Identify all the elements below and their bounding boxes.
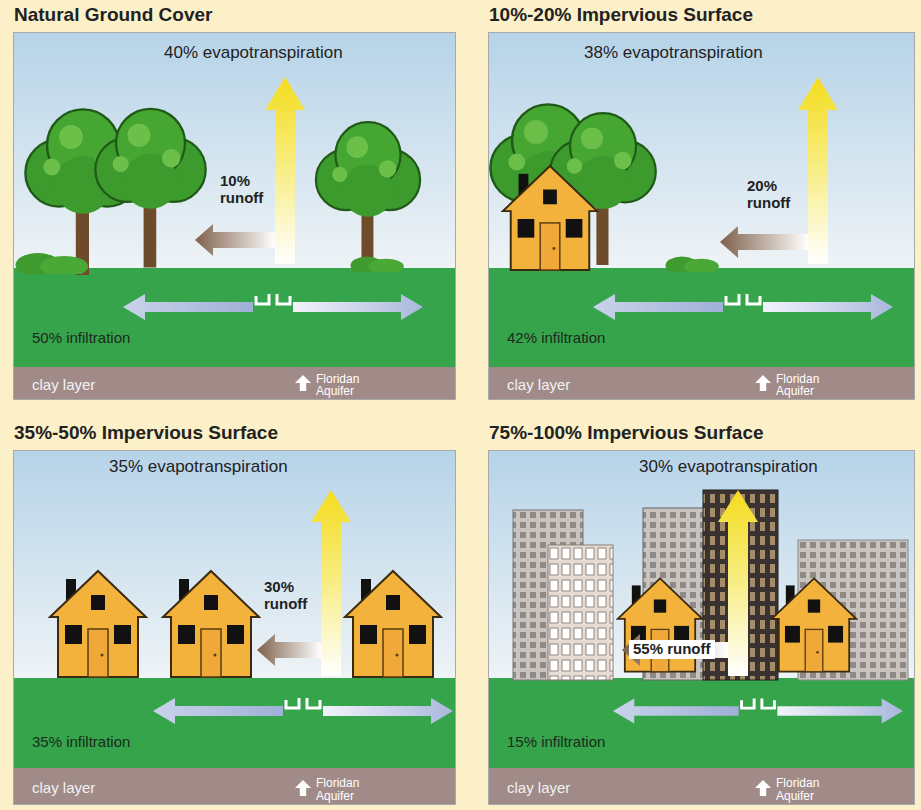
evapotranspiration-label: 35% evapotranspiration <box>109 457 288 477</box>
evapotranspiration-label: 30% evapotranspiration <box>639 457 818 477</box>
aquifer-label: Floridan Aquifer <box>776 777 819 802</box>
aquifer-label: Floridan Aquifer <box>776 373 819 398</box>
panel-heading: 10%-20% Impervious Surface <box>489 4 753 26</box>
aquifer-label: Floridan Aquifer <box>316 777 359 802</box>
clay-layer-label: clay layer <box>32 779 95 796</box>
scenario-panel: 75%-100% Impervious Surface30% evapotran… <box>488 450 915 805</box>
panel-heading: 75%-100% Impervious Surface <box>489 422 764 444</box>
clay-layer-label: clay layer <box>507 376 570 393</box>
scenario-panel: Natural Ground Cover40% evapotranspirati… <box>13 32 456 400</box>
scenario-panel: 10%-20% Impervious Surface38% evapotrans… <box>488 32 915 400</box>
aquifer-label: Floridan Aquifer <box>316 373 359 398</box>
clay-layer-label: clay layer <box>32 376 95 393</box>
runoff-label: 10% runoff <box>220 173 263 206</box>
runoff-label: 30% runoff <box>264 579 307 612</box>
evapotranspiration-label: 40% evapotranspiration <box>164 43 343 63</box>
infiltration-label: 35% infiltration <box>32 733 130 750</box>
runoff-label: 55% runoff <box>629 640 715 659</box>
panel-heading: Natural Ground Cover <box>14 4 212 26</box>
runoff-label: 20% runoff <box>747 178 790 211</box>
infiltration-label: 42% infiltration <box>507 329 605 346</box>
panel-heading: 35%-50% Impervious Surface <box>14 422 278 444</box>
infiltration-label: 50% infiltration <box>32 329 130 346</box>
scenario-panel: 35%-50% Impervious Surface35% evapotrans… <box>13 450 456 805</box>
clay-layer-label: clay layer <box>507 779 570 796</box>
infiltration-label: 15% infiltration <box>507 733 605 750</box>
evapotranspiration-label: 38% evapotranspiration <box>584 43 763 63</box>
